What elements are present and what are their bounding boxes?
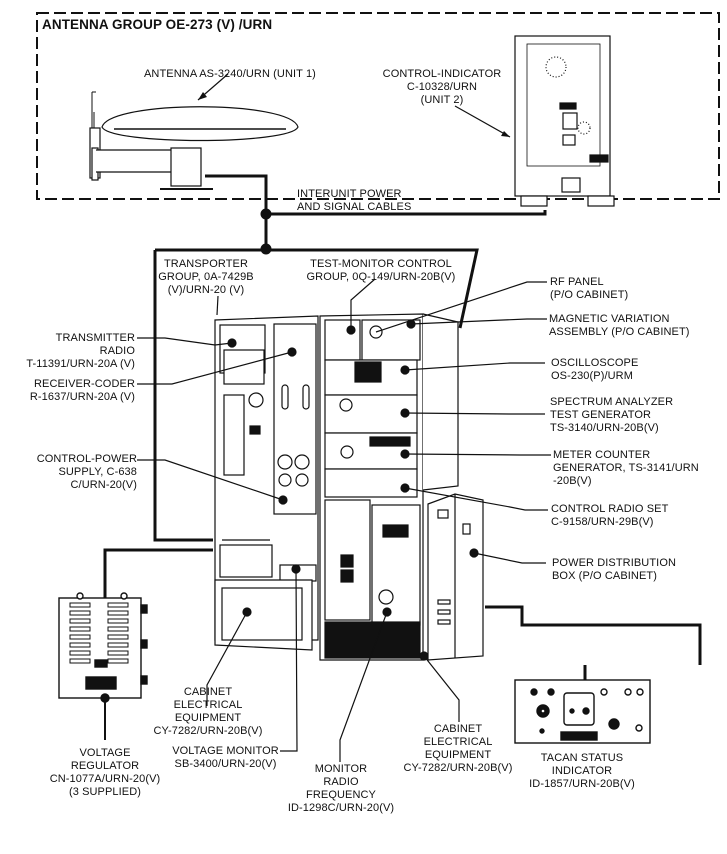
control-indicator-unit bbox=[514, 35, 615, 207]
leader-lines bbox=[137, 73, 551, 762]
antenna-group-title: ANTENNA GROUP OE-273 (V) /URN bbox=[42, 17, 273, 32]
power-distribution-box bbox=[427, 493, 484, 661]
label-control-radio-set: CONTROL RADIO SET C-9158/URN-29B(V) bbox=[551, 503, 669, 528]
antenna-group-boundary bbox=[36, 12, 720, 200]
label-oscilloscope: OSCILLOSCOPE OS-230(P)/URM bbox=[551, 357, 639, 382]
transporter-cabinet bbox=[214, 315, 319, 651]
label-cabinet-electrical-left: CABINET ELECTRICAL EQUIPMENT CY-7282/URN… bbox=[153, 686, 263, 737]
label-control-power-supply: CONTROL-POWER SUPPLY, C-638 C/URN-20(V) bbox=[36, 453, 137, 491]
label-receiver-coder: RECEIVER-CODER R-1637/URN-20A (V) bbox=[29, 378, 135, 403]
label-antenna: ANTENNA AS-3240/URN (UNIT 1) bbox=[144, 68, 316, 80]
label-monitor-radio-frequency: MONITOR RADIO FREQUENCY ID-1298C/URN-20(… bbox=[287, 763, 395, 814]
label-control-indicator: CONTROL-INDICATOR C-10328/URN (UNIT 2) bbox=[382, 68, 502, 106]
label-transmitter: TRANSMITTER RADIO T-11391/URN-20A (V) bbox=[26, 332, 135, 370]
antenna-unit bbox=[89, 106, 299, 190]
label-cabinet-electrical-right: CABINET ELECTRICAL EQUIPMENT CY-7282/URN… bbox=[403, 723, 513, 774]
label-spectrum-analyzer: SPECTRUM ANALYZER TEST GENERATOR TS-3140… bbox=[550, 396, 674, 434]
label-tacan-status-indicator: TACAN STATUS INDICATOR ID-1857/URN-20B(V… bbox=[529, 752, 635, 790]
label-magnetic-variation: MAGNETIC VARIATION ASSEMBLY (P/O CABINET… bbox=[549, 313, 690, 338]
label-voltage-regulator: VOLTAGE REGULATOR CN-1077A/URN-20(V) (3 … bbox=[49, 747, 161, 798]
label-meter-counter: METER COUNTER GENERATOR, TS-3141/URN -20… bbox=[553, 449, 699, 487]
tacan-status-indicator-unit bbox=[514, 679, 651, 744]
label-rf-panel: RF PANEL (P/O CABINET) bbox=[550, 276, 629, 301]
voltage-regulator-vents bbox=[69, 602, 129, 664]
label-interunit-cables: INTERUNIT POWER AND SIGNAL CABLES bbox=[297, 188, 412, 213]
label-test-monitor-group: TEST-MONITOR CONTROL GROUP, 0Q-149/URN-2… bbox=[306, 258, 456, 283]
label-power-distribution: POWER DISTRIBUTION BOX (P/O CABINET) bbox=[552, 557, 677, 582]
label-voltage-monitor: VOLTAGE MONITOR SB-3400/URN-20(V) bbox=[172, 745, 279, 770]
label-transporter-group: TRANSPORTER GROUP, 0A-7429B (V)/URN-20 (… bbox=[158, 258, 254, 296]
